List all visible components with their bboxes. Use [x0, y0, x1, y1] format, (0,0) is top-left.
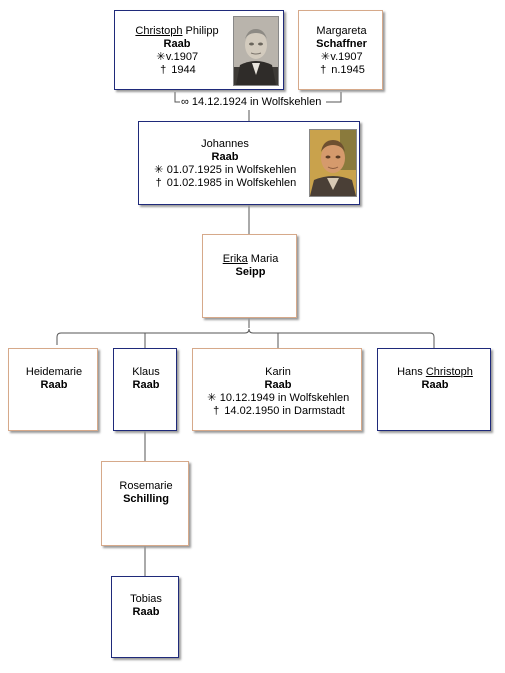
given-name: Erika Maria	[203, 253, 298, 266]
given-name-rest: Philipp	[182, 25, 219, 37]
death-symbol: †	[213, 405, 220, 417]
person-card-johannes-raab[interactable]: Johannes Raab ✳ 01.07.1925 in Wolfskehle…	[138, 121, 360, 205]
person-card-erika-seipp[interactable]: Erika Maria Seipp	[202, 234, 297, 318]
birth-date: 10.12.1949 in Wolfskehlen	[219, 392, 350, 404]
given-name: Johannes	[201, 138, 249, 150]
birth-symbol: ✳	[207, 392, 217, 404]
person-card-karin-raab[interactable]: Karin Raab ✳ 10.12.1949 in Wolfskehlen †…	[192, 348, 362, 431]
portrait-photo	[309, 129, 357, 197]
death-date: 14.02.1950 in Darmstadt	[224, 405, 345, 417]
surname: Seipp	[235, 266, 266, 278]
birth-date: v.1907	[330, 51, 363, 63]
birth-symbol: ✳	[320, 51, 330, 63]
marriage-label: ∞ 14.12.1924 in Wolfskehlen	[180, 96, 323, 108]
death-line: † n.1945	[299, 64, 384, 77]
given-name: Tobias	[130, 593, 162, 605]
surname: Schilling	[123, 493, 169, 505]
call-name: Christoph	[135, 25, 183, 37]
call-name: Christoph	[425, 366, 473, 378]
birth-date: v.1907	[165, 51, 199, 63]
marriage-symbol: ∞	[181, 96, 189, 108]
person-card-margareta-schaffner[interactable]: Margareta Schaffner ✳v.1907 † n.1945	[298, 10, 383, 90]
birth-line: ✳v.1907	[299, 51, 384, 64]
marriage-date-place: 14.12.1924 in Wolfskehlen	[191, 96, 322, 108]
surname: Raab	[421, 379, 449, 391]
person-card-heidemarie-raab[interactable]: Heidemarie Raab	[8, 348, 98, 431]
person-card-klaus-raab[interactable]: Klaus Raab	[113, 348, 177, 431]
surname: Raab	[132, 606, 160, 618]
birth-line: ✳ 01.07.1925 in Wolfskehlen	[143, 164, 307, 177]
given-name: Hans Christoph	[378, 366, 492, 379]
person-card-rosemarie-schilling[interactable]: Rosemarie Schilling	[101, 461, 189, 546]
birth-symbol: ✳	[156, 51, 166, 63]
death-date: n.1945	[331, 64, 365, 76]
death-date: 01.02.1985 in Wolfskehlen	[166, 177, 297, 189]
given-name: Klaus	[132, 366, 160, 378]
death-date: 1944	[171, 64, 196, 76]
person-card-hans-christoph-raab[interactable]: Hans Christoph Raab	[377, 348, 491, 431]
given-name: Heidemarie	[25, 366, 83, 378]
given-name-rest: Hans	[397, 366, 426, 378]
birth-symbol: ✳	[154, 164, 164, 176]
surname: Raab	[211, 151, 239, 163]
portrait-photo	[233, 16, 279, 86]
surname: Raab	[40, 379, 68, 391]
surname: Raab	[132, 379, 160, 391]
call-name: Erika	[222, 253, 248, 265]
children-bus	[56, 328, 435, 348]
given-name: Karin	[265, 366, 291, 378]
given-name: Rosemarie	[119, 480, 173, 492]
death-line: † 01.02.1985 in Wolfskehlen	[143, 177, 307, 190]
death-symbol: †	[155, 177, 162, 189]
person-card-christoph-raab[interactable]: Christoph Philipp Raab ✳v.1907 † 1944	[114, 10, 284, 90]
person-card-tobias-raab[interactable]: Tobias Raab	[111, 576, 179, 658]
death-line: † 1944	[121, 64, 233, 77]
death-symbol: †	[320, 64, 327, 76]
surname: Raab	[163, 38, 191, 50]
birth-line: ✳ 10.12.1949 in Wolfskehlen	[193, 392, 363, 405]
marriage-line	[174, 92, 342, 103]
surname: Raab	[264, 379, 292, 391]
birth-date: 01.07.1925 in Wolfskehlen	[166, 164, 297, 176]
death-line: † 14.02.1950 in Darmstadt	[193, 405, 363, 418]
birth-line: ✳v.1907	[121, 51, 233, 64]
death-symbol: †	[160, 64, 167, 76]
given-name: Christoph Philipp	[121, 25, 233, 38]
surname: Schaffner	[316, 38, 367, 50]
given-name-rest: Maria	[247, 253, 279, 265]
given-name: Margareta	[316, 25, 367, 37]
